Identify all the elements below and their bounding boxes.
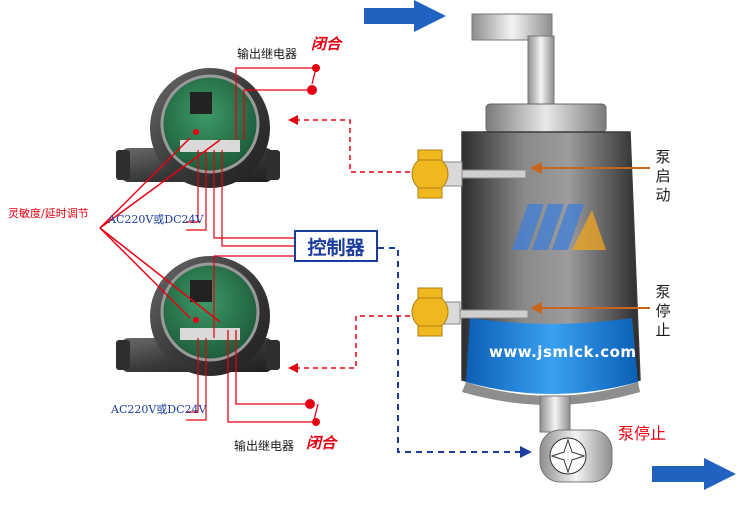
output-relay-label-top: 输出继电器: [237, 47, 298, 61]
watermark-logo-icon: [512, 204, 606, 250]
output-relay-label-bottom: 输出继电器: [234, 439, 295, 453]
closed-label-top: 闭合: [311, 35, 342, 53]
pump-stop-label: 泵停止: [655, 283, 671, 339]
website-text: www.jsmlck.com: [489, 343, 637, 361]
top-control-unit: [116, 68, 280, 188]
signal-arrowhead: [520, 446, 532, 458]
closed-label-bottom: 闭合: [306, 434, 337, 452]
inflow-arrow: [364, 0, 446, 32]
sensitivity-delay-label: 灵敏度/延时调节: [8, 207, 89, 220]
controller-wiring: [213, 150, 294, 338]
bottom-relay-wiring: [227, 330, 319, 423]
sensitivity-leader-lines: [99, 137, 221, 323]
relay-contact-icon: [307, 85, 317, 95]
tank: [461, 103, 641, 405]
lower-level-switch: [411, 287, 529, 337]
power-spec-label-bottom: AC220V或DC24V: [111, 403, 207, 416]
pump-stop-red-label: 泵停止: [618, 424, 667, 443]
relay-contact-icon: [312, 64, 320, 72]
signal-dashed-lines: [378, 247, 520, 453]
pump-stop-pointer: [530, 302, 650, 314]
liquid-level: [466, 318, 638, 394]
upper-level-switch: [411, 149, 527, 199]
bottom-control-unit: [116, 256, 280, 376]
pump-start-label: 泵启动: [655, 148, 671, 204]
feedback-dashed-lines: [296, 119, 410, 369]
outflow-arrow: [652, 458, 736, 490]
power-wiring: [186, 150, 207, 421]
relay-contact-icon: [312, 418, 320, 426]
power-spec-label-top: AC220V或DC24V: [108, 213, 204, 226]
relay-contact-icon: [305, 399, 315, 409]
pump-start-pointer: [530, 162, 650, 174]
controller-box: 控制器: [294, 230, 378, 262]
outlet-pump: [539, 395, 613, 483]
inlet-pipe: [471, 13, 555, 113]
